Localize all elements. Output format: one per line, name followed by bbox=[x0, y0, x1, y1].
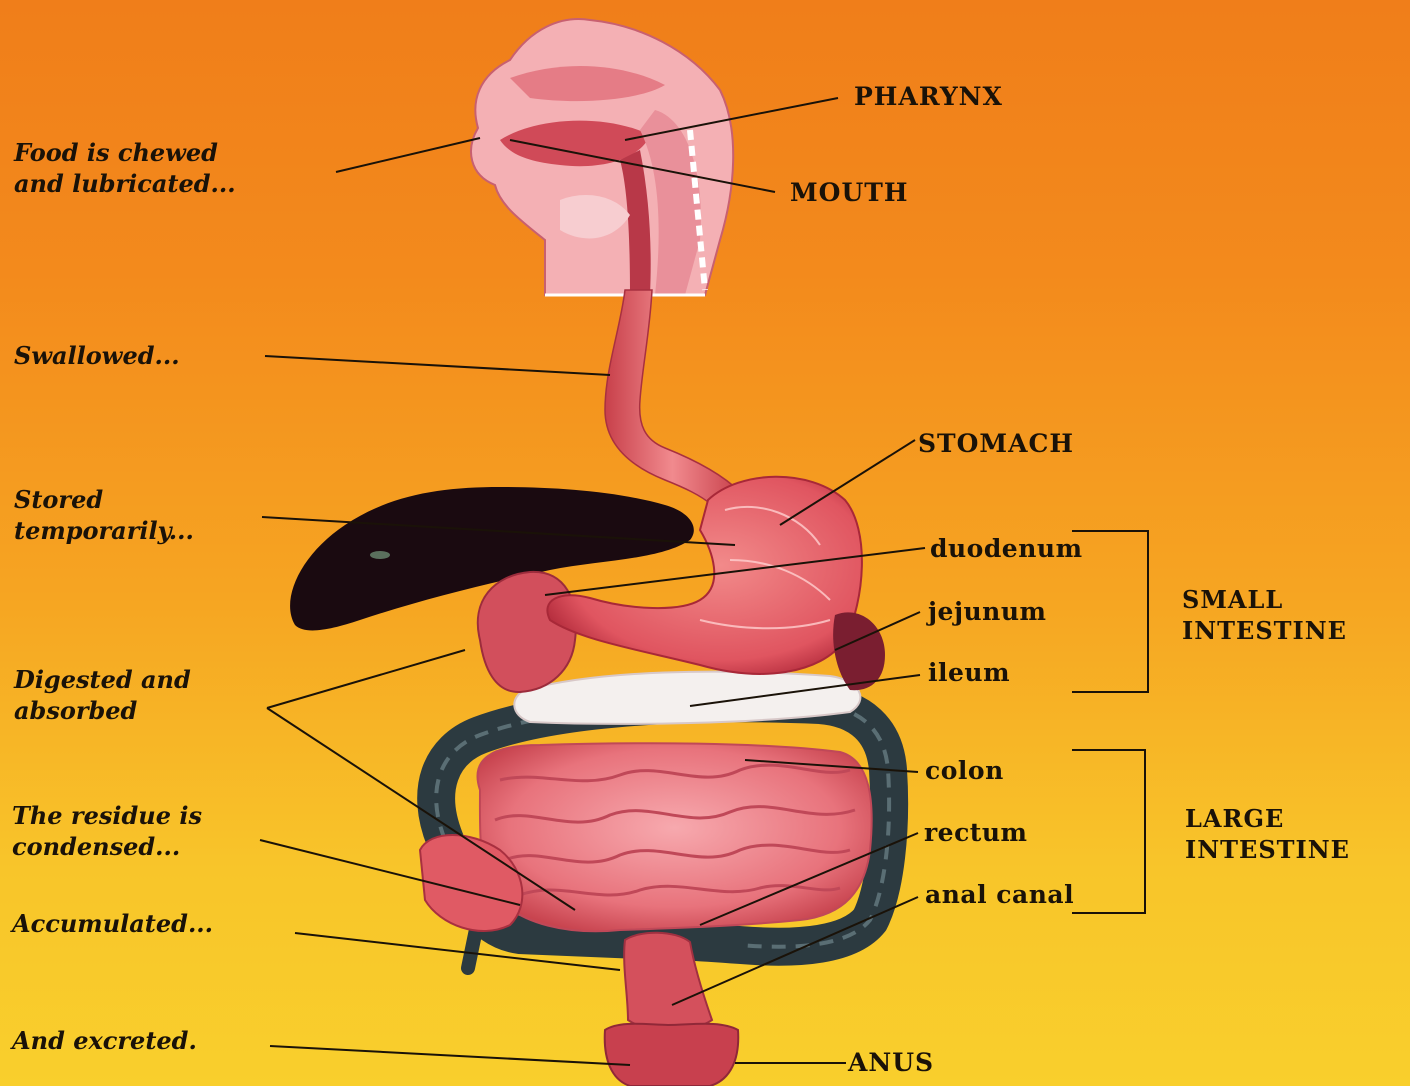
label-mouth: MOUTH bbox=[790, 180, 908, 205]
label-condensed-line1: The residue is bbox=[12, 800, 202, 831]
label-rectum: rectum bbox=[924, 820, 1027, 845]
head-section bbox=[471, 19, 733, 295]
label-colon: colon bbox=[925, 758, 1004, 783]
small-intestine-bracket bbox=[1072, 531, 1148, 692]
label-chewed-line1: Food is chewed bbox=[14, 137, 236, 168]
large-intestine-bracket bbox=[1072, 750, 1145, 913]
label-large-intestine-line2: INTESTINE bbox=[1185, 834, 1350, 865]
label-pharynx: PHARYNX bbox=[854, 84, 1003, 109]
label-chewed: Food is chewed and lubricated... bbox=[14, 137, 236, 199]
label-large-intestine-line1: LARGE bbox=[1185, 803, 1350, 834]
label-chewed-line2: and lubricated... bbox=[14, 168, 236, 199]
label-swallowed-text: Swallowed... bbox=[14, 340, 180, 371]
label-digested-line1: Digested and bbox=[14, 664, 191, 695]
esophagus bbox=[605, 290, 740, 505]
label-excreted: And excreted. bbox=[12, 1025, 197, 1056]
label-accumulated: Accumulated... bbox=[12, 908, 213, 939]
small-intestine-coils bbox=[478, 743, 872, 931]
label-ileum: ileum bbox=[928, 660, 1010, 685]
label-stored-line2: temporarily... bbox=[14, 515, 194, 546]
label-large-intestine: LARGE INTESTINE bbox=[1185, 803, 1350, 865]
label-condensed: The residue is condensed... bbox=[12, 800, 202, 862]
label-condensed-line2: condensed... bbox=[12, 831, 202, 862]
label-duodenum: duodenum bbox=[930, 536, 1083, 561]
label-digested: Digested and absorbed bbox=[14, 664, 191, 726]
label-stomach: STOMACH bbox=[918, 431, 1074, 456]
label-stored-line1: Stored bbox=[14, 484, 194, 515]
label-digested-line2: absorbed bbox=[14, 695, 191, 726]
label-anus: ANUS bbox=[848, 1050, 934, 1075]
label-small-intestine-line2: INTESTINE bbox=[1182, 615, 1347, 646]
label-jejunum: jejunum bbox=[928, 599, 1046, 624]
ileum-band bbox=[514, 672, 860, 724]
label-small-intestine: SMALL INTESTINE bbox=[1182, 584, 1347, 646]
label-excreted-text: And excreted. bbox=[12, 1025, 197, 1056]
anus bbox=[605, 1024, 739, 1086]
label-anal-canal: anal canal bbox=[925, 882, 1074, 907]
label-stored: Stored temporarily... bbox=[14, 484, 194, 546]
duodenum-loop bbox=[478, 572, 576, 692]
label-accumulated-text: Accumulated... bbox=[12, 908, 213, 939]
label-swallowed: Swallowed... bbox=[14, 340, 180, 371]
label-small-intestine-line1: SMALL bbox=[1182, 584, 1347, 615]
